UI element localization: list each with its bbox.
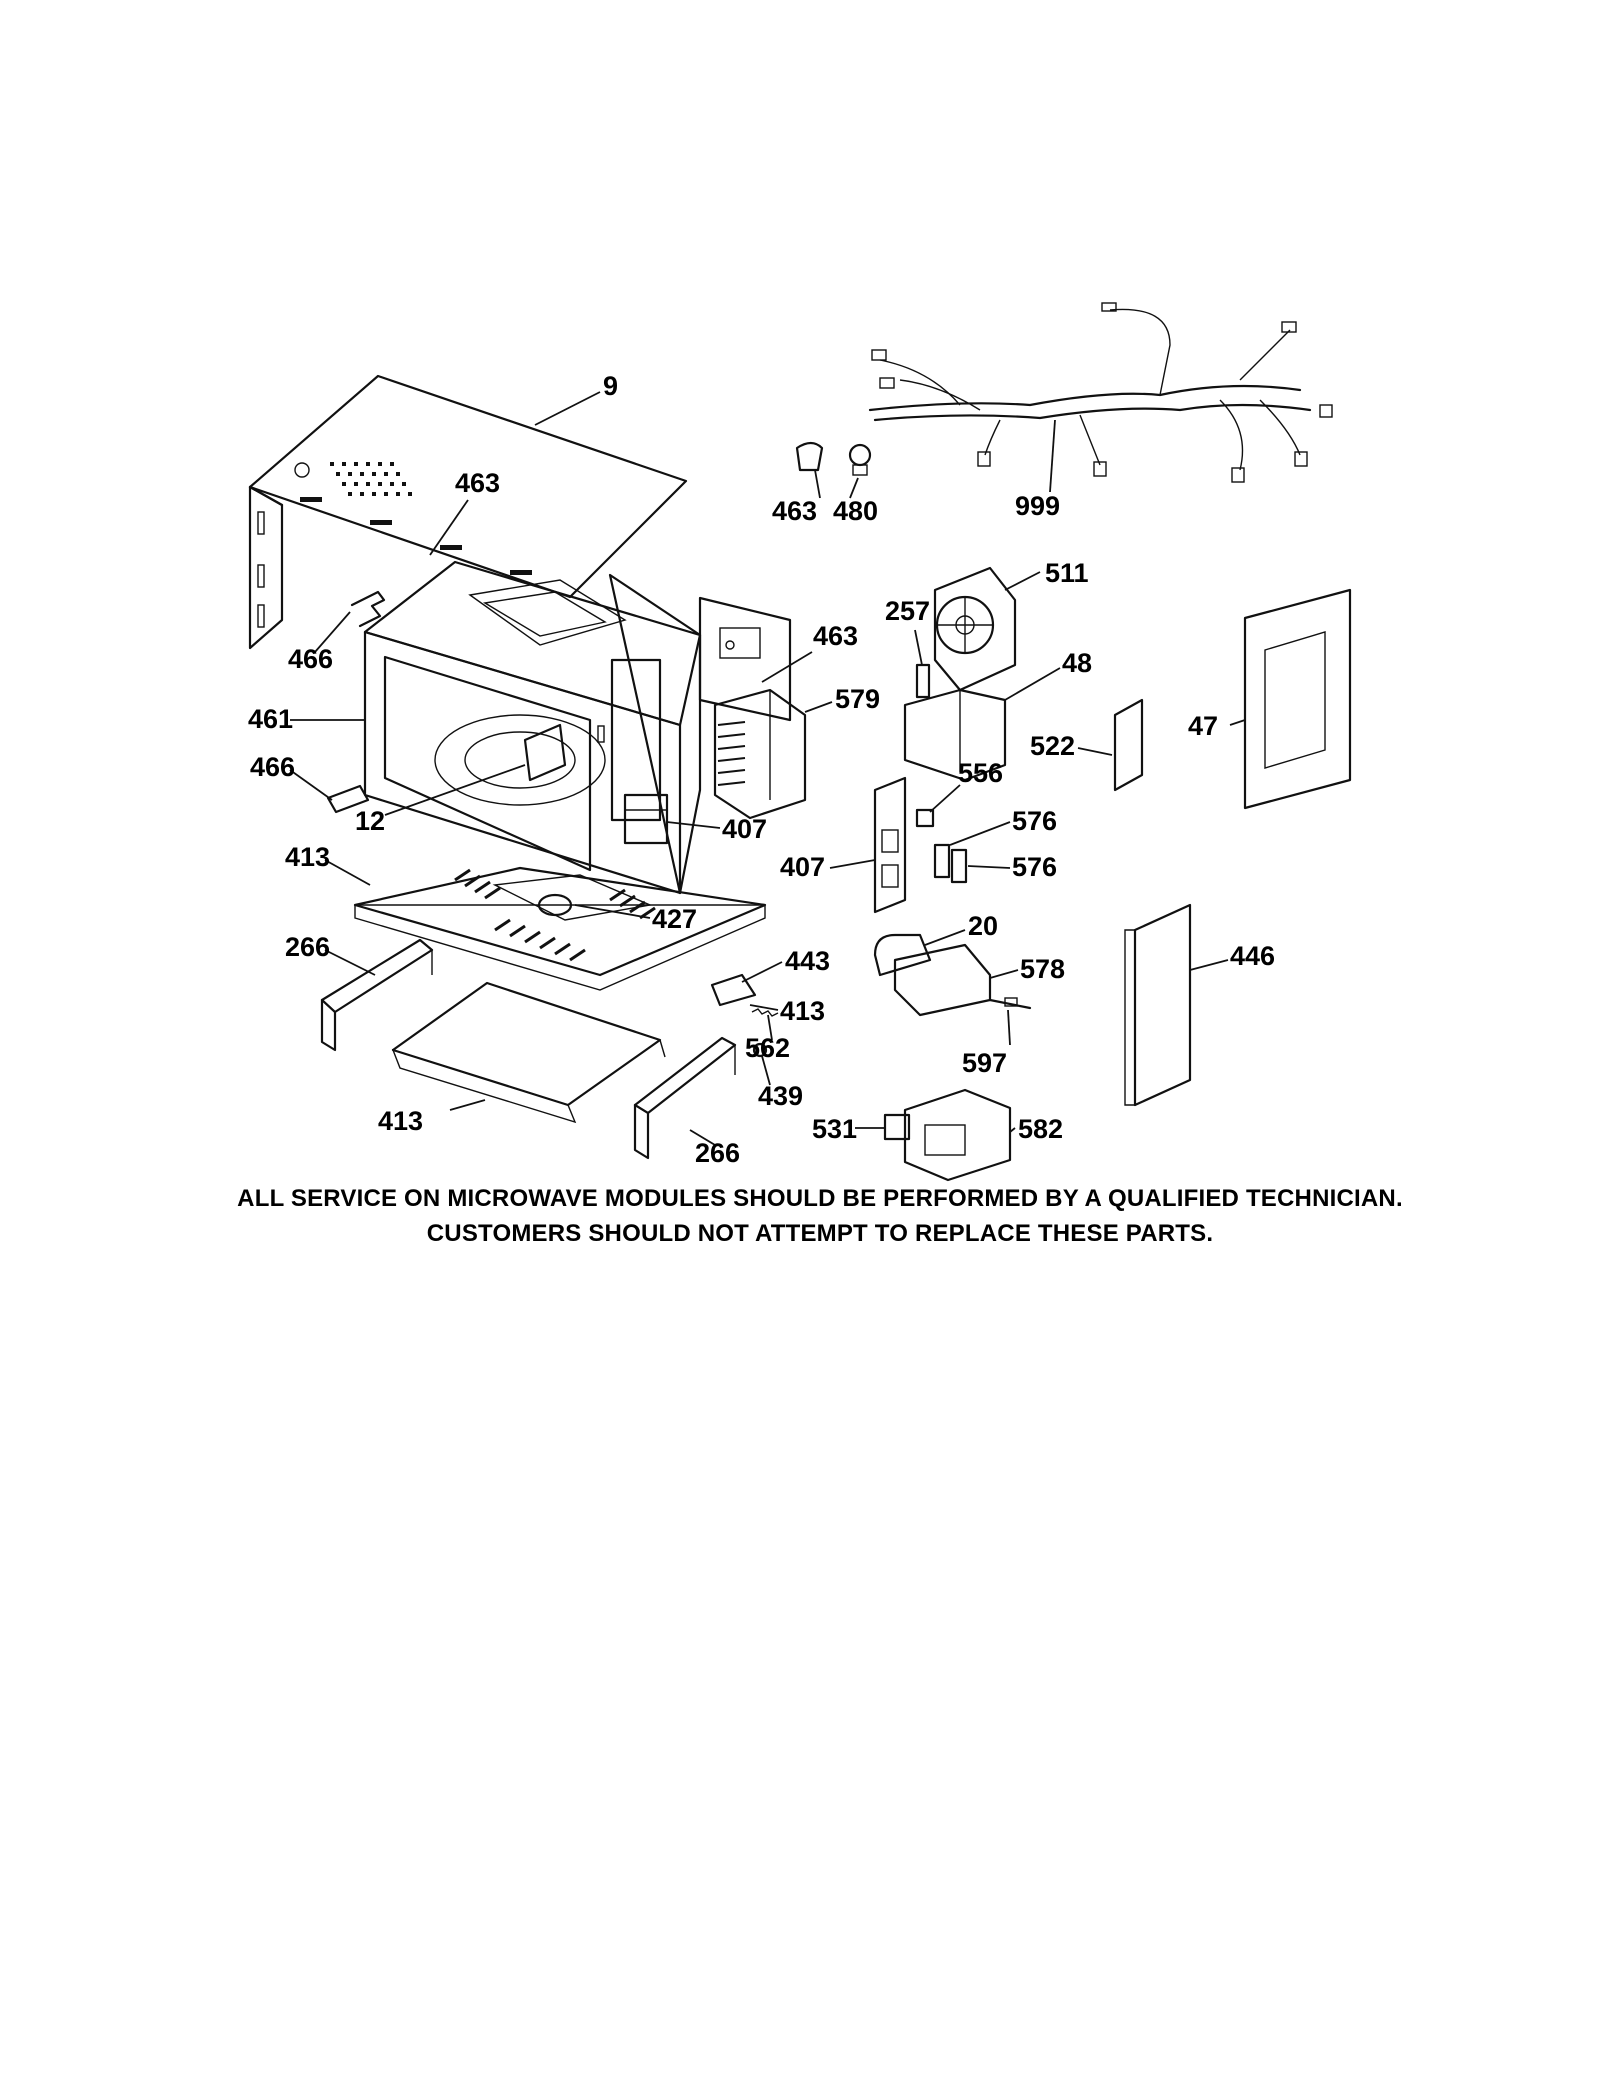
bottom-tray-part [391,981,666,1124]
service-warning-line-1: ALL SERVICE ON MICROWAVE MODULES SHOULD … [237,1185,1403,1212]
bracket-upper-part [350,590,386,628]
callout-461: 461 [248,704,293,734]
bracket-lower-part [326,784,370,814]
callout-463-case: 463 [455,468,500,498]
rail-left-part [320,938,434,1052]
callout-266-left: 266 [285,932,330,962]
callout-427: 427 [652,904,697,934]
control-enclosure-part [698,596,792,722]
callout-12: 12 [355,806,385,836]
cover-522-part [1113,698,1144,792]
callout-48: 48 [1062,648,1092,678]
callout-576-upper: 576 [1012,806,1057,836]
callout-511: 511 [1045,558,1089,588]
switch-576-part [933,843,968,884]
callout-20: 20 [968,911,998,941]
callout-463-thermostat: 463 [772,496,817,526]
callout-439: 439 [758,1081,803,1111]
callout-443: 443 [785,946,830,976]
air-duct-48-part [903,688,1007,782]
leader-lines [289,391,1246,1146]
callout-578: 578 [1020,954,1065,984]
callout-446: 446 [1230,941,1275,971]
callout-413-plate: 413 [285,842,330,872]
diode-597-part [988,997,1032,1010]
callout-522: 522 [1030,731,1075,761]
bracket-443-part [710,973,757,1007]
callout-582: 582 [1018,1114,1063,1144]
capacitor-bracket-part [873,933,932,977]
callout-556: 556 [958,758,1003,788]
callout-413-bracket: 413 [780,996,825,1026]
side-panel-47-part [1243,588,1352,810]
callout-597: 597 [962,1048,1007,1078]
callout-266-right: 266 [695,1138,740,1168]
interlock-assembly-part [873,776,907,914]
callout-407-interlock: 407 [780,852,825,882]
rail-right-part [633,1036,737,1160]
callout-999: 999 [1015,491,1060,521]
service-warning-line-2: CUSTOMERS SHOULD NOT ATTEMPT TO REPLACE … [426,1220,1214,1247]
callout-463-cavity: 463 [813,621,858,651]
callout-480: 480 [833,496,878,526]
switch-556-part [915,808,935,828]
callout-562: 562 [745,1033,790,1063]
thermostat-463-part [795,441,824,472]
latch-board-part [623,793,669,845]
callout-47: 47 [1188,711,1218,741]
stirrer-cover-part [523,723,567,782]
capacitor-578-part [893,943,992,1017]
fuse-holder-531-part [883,1113,911,1141]
magnetron-part [713,688,807,820]
panel-446-part [1124,903,1192,1107]
callout-466-lower: 466 [250,752,295,782]
callout-579: 579 [835,684,880,714]
callout-9: 9 [603,371,618,401]
callout-407-cavity: 407 [722,814,767,844]
callout-labels: 9 463 463 480 999 511 257 463 48 47 522 … [248,371,1275,1168]
callout-466-upper: 466 [288,644,333,674]
fuse-257-part [915,663,931,699]
outer-case-part [248,374,688,650]
lamp-480-part [848,443,872,476]
spring-562-part [751,1008,779,1017]
callout-257: 257 [885,596,930,626]
fan-motor-part [933,566,1017,692]
callout-576-lower: 576 [1012,852,1057,882]
transformer-582-part [903,1088,1012,1182]
callout-531: 531 [812,1114,857,1144]
bottom-plate-part [353,866,767,991]
callout-413-tray: 413 [378,1106,423,1136]
wire-harness-part [868,302,1333,483]
screw-439-part [752,1042,768,1058]
